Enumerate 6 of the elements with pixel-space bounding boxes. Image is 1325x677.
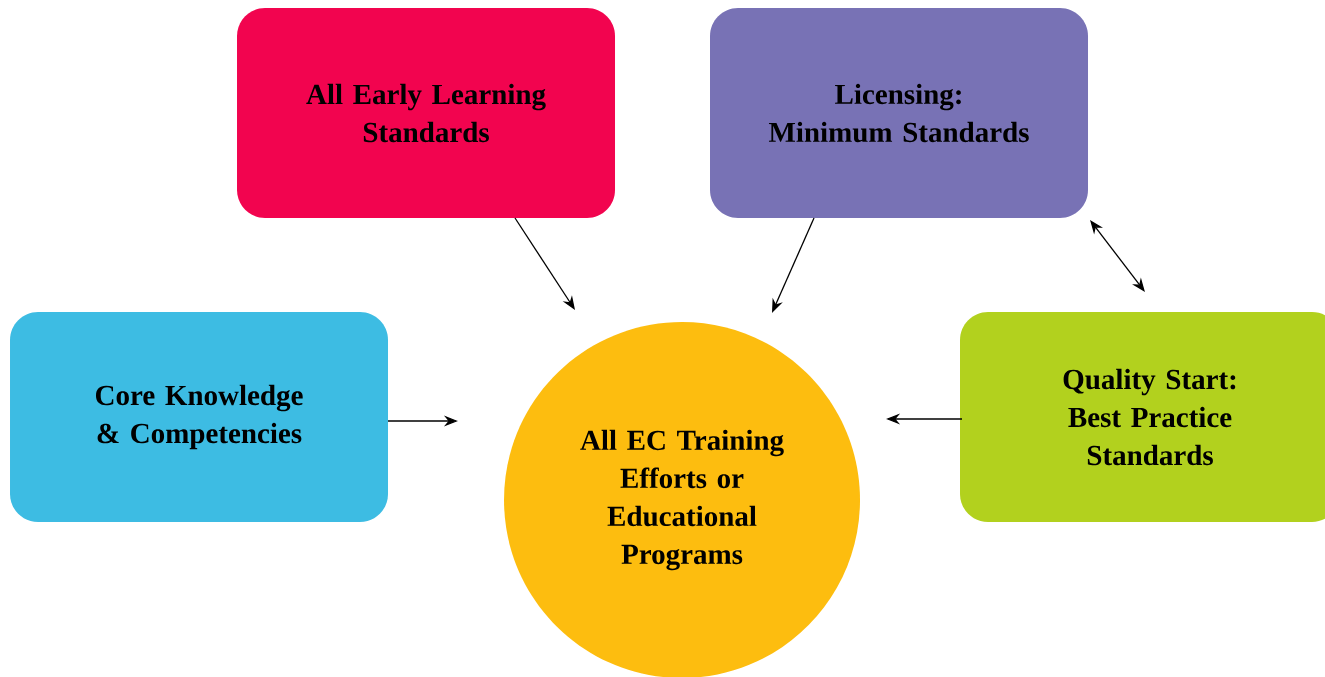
rounded-box: All Early Learning Standards [237, 8, 615, 218]
arrow [1090, 220, 1145, 292]
rounded-box: Core Knowledge & Competencies [10, 312, 388, 522]
rounded-box: Licensing: Minimum Standards [710, 8, 1088, 218]
rounded-box: Quality Start: Best Practice Standards [960, 312, 1325, 522]
arrow [514, 217, 575, 310]
